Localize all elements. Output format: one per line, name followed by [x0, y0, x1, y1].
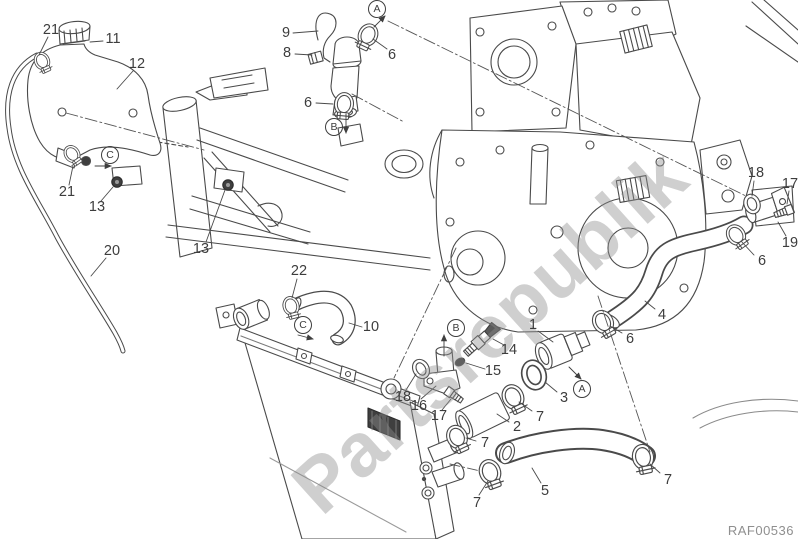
ref-letter-B-mid: B [447, 319, 465, 337]
callout-3: 3 [559, 389, 569, 406]
hoses [5, 52, 798, 467]
callout-1: 1 [528, 316, 538, 333]
callout-7-clamp2-left: 7 [480, 434, 490, 451]
callout-6-hose4-top: 6 [757, 252, 767, 269]
hose-5 [495, 427, 656, 467]
callout-19: 19 [781, 234, 798, 251]
reference-lines [38, 15, 790, 496]
callout-7-clamp5-right: 7 [663, 471, 673, 488]
ref-letter-A-mid: A [573, 380, 591, 398]
callout-18-left: 18 [394, 388, 412, 405]
ref-letter-C-left: C [101, 146, 119, 164]
callout-10: 10 [362, 318, 380, 335]
callout-21-bottom: 21 [58, 183, 76, 200]
hose-2 [455, 392, 510, 439]
radiator-filler-neck [215, 299, 270, 330]
expansion-tank [27, 20, 162, 169]
engine [337, 0, 798, 333]
hose-10 [290, 290, 356, 346]
frame [111, 67, 431, 271]
ref-letter-A-top: A [368, 0, 386, 18]
callout-13-right: 13 [192, 240, 210, 257]
radiator-stub-lower [431, 462, 465, 488]
callout-18-right: 18 [747, 164, 765, 181]
callout-22: 22 [290, 262, 308, 279]
callout-15: 15 [484, 362, 502, 379]
callout-6-union-bottom: 6 [303, 94, 313, 111]
callout-17-left: 17 [430, 407, 448, 424]
callout-11: 11 [105, 30, 121, 47]
callout-20: 20 [103, 242, 121, 259]
callout-17-right: 17 [781, 175, 798, 192]
callout-6-union-top: 6 [387, 46, 397, 63]
figure-code: RAF00536 [727, 523, 794, 538]
callout-21-top: 21 [42, 21, 60, 38]
callout-5: 5 [540, 482, 550, 499]
ref-letter-B-top: B [325, 118, 343, 136]
callout-8: 8 [282, 44, 292, 61]
ref-letter-C-mid: C [294, 316, 312, 334]
inlet-fitting-1 [534, 331, 591, 370]
callout-7-clamp2-right: 7 [535, 408, 545, 425]
callout-9: 9 [281, 24, 291, 41]
callout-6-hose4-bottom: 6 [625, 330, 635, 347]
callout-2: 2 [512, 418, 522, 435]
temp-sensor-14 [462, 321, 501, 357]
callout-4: 4 [657, 306, 667, 323]
callout-14: 14 [500, 341, 518, 358]
overflow-hose-20 [5, 52, 126, 354]
callout-7-clamp5-left: 7 [472, 494, 482, 511]
washer-15 [454, 357, 466, 367]
fittings [307, 12, 795, 406]
callout-13-left: 13 [88, 198, 106, 215]
callout-16: 16 [410, 397, 428, 414]
filler-cap [58, 20, 91, 45]
callout-12: 12 [128, 55, 146, 72]
